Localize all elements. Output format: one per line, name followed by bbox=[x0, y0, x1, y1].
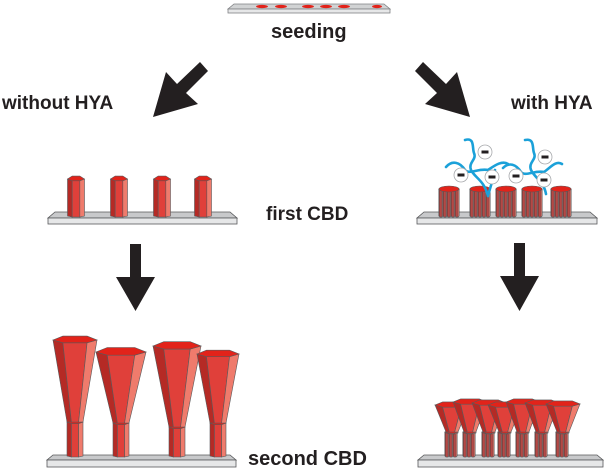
arrow-down-icon-right bbox=[500, 243, 539, 311]
minus-icon bbox=[508, 168, 524, 184]
funnel-3 bbox=[152, 341, 202, 458]
nanorod bbox=[152, 175, 172, 218]
rod-bundle bbox=[550, 185, 572, 218]
rod-bundle bbox=[495, 185, 517, 218]
label-seeding: seeding bbox=[271, 21, 347, 43]
second-cbd-left-substrate bbox=[45, 454, 238, 468]
minus-icon bbox=[484, 169, 500, 185]
seeding-substrate bbox=[226, 3, 392, 14]
thin-rod bbox=[563, 430, 569, 458]
funnel-2 bbox=[95, 347, 147, 458]
minus-icon bbox=[536, 172, 552, 188]
thin-rod bbox=[470, 430, 476, 458]
seed-dots bbox=[256, 4, 382, 9]
funnel-top bbox=[545, 400, 581, 435]
funnel-1 bbox=[52, 335, 98, 458]
funnel-stem bbox=[66, 418, 84, 458]
label-first-cbd: first CBD bbox=[266, 204, 349, 225]
funnel-stem bbox=[112, 419, 130, 458]
arrow-down-left-icon bbox=[153, 62, 208, 117]
dense-funnel bbox=[452, 398, 488, 458]
first-cbd-left-substrate bbox=[46, 211, 239, 225]
minus-icon bbox=[453, 167, 469, 183]
second-cbd-dense-funnels bbox=[434, 398, 581, 458]
thin-rod bbox=[523, 430, 529, 458]
nanorod bbox=[66, 175, 86, 218]
minus-icon bbox=[537, 149, 553, 165]
first-cbd-rods bbox=[66, 175, 213, 218]
thin-rod bbox=[452, 430, 458, 458]
minus-icon bbox=[477, 144, 493, 160]
label-without-hya: without HYA bbox=[2, 93, 114, 114]
label-second-cbd: second CBD bbox=[248, 448, 367, 470]
nanorod bbox=[193, 175, 213, 218]
label-with-hya: with HYA bbox=[511, 93, 593, 114]
funnel-stem bbox=[209, 419, 227, 458]
nanorod bbox=[109, 175, 129, 218]
thin-rod bbox=[566, 187, 572, 218]
arrow-down-right-icon bbox=[415, 62, 470, 117]
funnel-4 bbox=[196, 349, 240, 458]
negative-charges bbox=[453, 144, 553, 188]
arrow-down-icon-left bbox=[116, 244, 155, 311]
second-cbd-funnels bbox=[52, 335, 240, 458]
dense-funnel bbox=[545, 400, 581, 458]
funnel-stem bbox=[168, 423, 186, 458]
first-cbd-rod-bundles bbox=[438, 185, 572, 218]
rod-bundle bbox=[521, 185, 543, 218]
thin-rod bbox=[511, 187, 517, 218]
thin-rod bbox=[542, 430, 548, 458]
rod-bundle bbox=[438, 185, 460, 218]
thin-rod bbox=[505, 430, 511, 458]
thin-rod bbox=[454, 187, 460, 218]
thin-rod bbox=[537, 187, 543, 218]
thin-rod bbox=[489, 430, 495, 458]
